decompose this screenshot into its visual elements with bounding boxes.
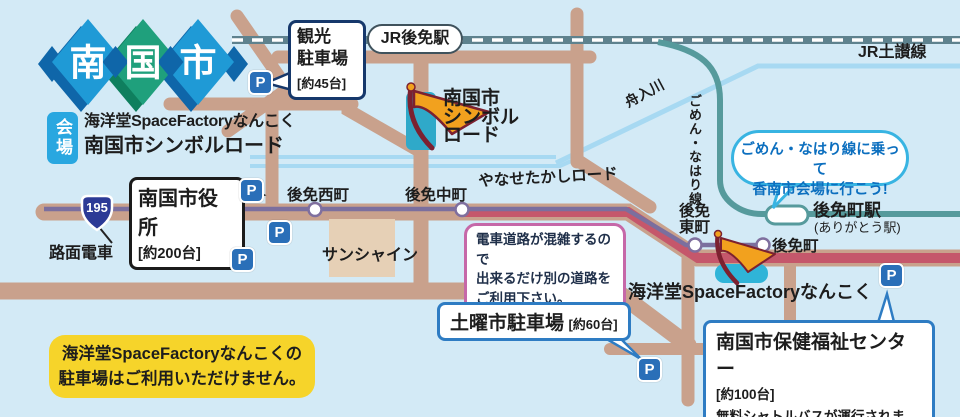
parking-icon: P [879,263,904,288]
parking-icon: P [267,220,292,245]
sunshine-label: サンシャイン [322,247,419,264]
gomen-nahari-line [657,39,960,217]
tram-stop-label: 後免中町 [405,187,468,204]
title-char: 市 [180,42,217,84]
symbol-road-label: 南国市 シンボル ロード [443,88,520,146]
city-hall-callout: 南国市役所 [約200台] [129,177,245,270]
parking-notice: 海洋堂SpaceFactoryなんこくの 駐車場はご利用いただけません。 [49,335,315,398]
gomen-station-label: 後免町駅 [813,201,881,220]
venue-badge-label: 会場 [53,118,72,158]
capacity: [約100台] [716,387,775,402]
venue-place: 南国市シンボルロード [84,135,284,157]
gomen-station-symbol [764,204,810,226]
saturday-market-callout: 土曜市駐車場 [約60台] [437,302,631,341]
train-tip-callout: ごめん・なはり線に乗って 香南市会場に行こう! [731,130,909,198]
sightseeing-parking-callout: 観光 駐車場 [約45台] [288,20,366,100]
capacity: [約200台] [138,246,201,262]
title-char: 南 [70,43,107,84]
parking-icon: P [248,70,273,95]
jr-station-pill: JR後免駅 [367,24,463,54]
sunshine-building [329,219,395,277]
health-center-callout: 南国市保健福祉センター [約100台] 無料シャトルバスが運行されます。 [703,320,935,417]
tram-stop-label: 後免西町 [287,187,350,204]
flag-icon [713,229,776,286]
venue-badge: 会場 [47,112,78,164]
parking-icon: P [239,178,264,203]
title-char: 国 [125,43,162,84]
tram-stop-label: 後免東町 [679,203,711,236]
tram-stop-label: 後免町 [772,238,819,255]
kaiyodo-label: 海洋堂SpaceFactoryなんこく [628,282,873,302]
gomen-station-sub-label: (ありがとう駅) [814,220,901,235]
city-title: 南 国 市 [38,19,248,112]
route-195-badge: 195 [79,193,115,233]
route-shield-icon [80,194,114,232]
tram-label: 路面電車 [49,245,114,262]
venue-name: 海洋堂SpaceFactoryなんこく [84,113,296,130]
tram-stop-dots [307,201,771,253]
congested-road [462,207,960,263]
congestion-callout: 電車道路が混雑するので 出来るだけ別の道路を ご利用下さい。 [464,223,626,315]
route-number: 195 [86,200,108,215]
flag-icon [406,82,491,151]
capacity: [約45台] [297,76,347,91]
kaiyodo-marker [715,264,768,283]
parking-icon: P [637,357,662,382]
jr-line-label: JR土讃線 [858,44,927,61]
capacity: [約60台] [568,317,618,332]
parking-icon: P [230,247,255,272]
gomen-nahari-line-label: ごめん・なはり線 [686,94,702,206]
